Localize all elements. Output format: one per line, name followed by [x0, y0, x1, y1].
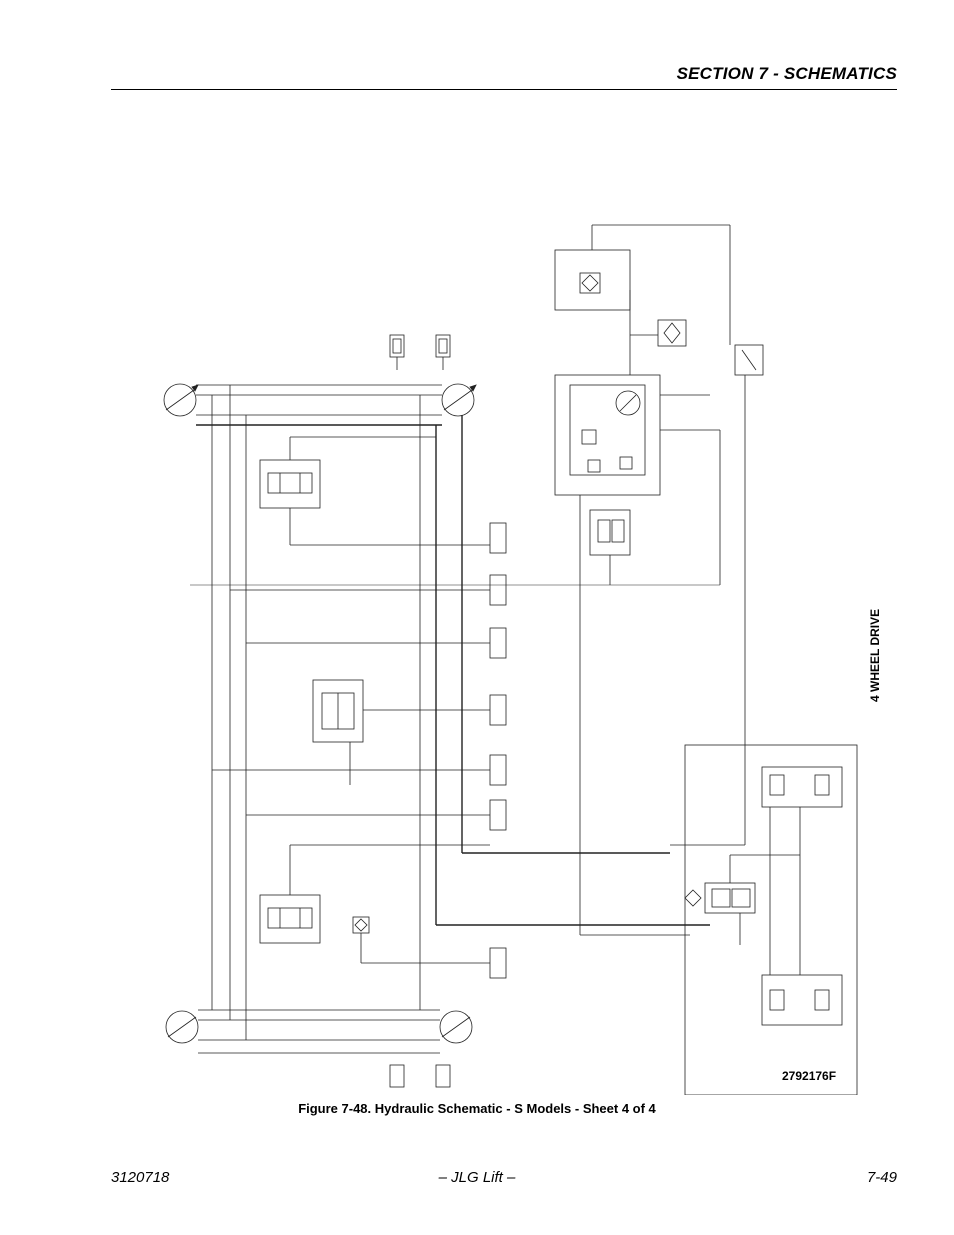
axle-lockout-circuit [684, 744, 858, 1095]
top-flow-divider-valve [259, 436, 490, 546]
drive-pump-assembly [554, 374, 720, 496]
charge-filter [554, 224, 730, 375]
top-right-drive-motor [441, 383, 477, 417]
side-tab-label: 4 WHEEL DRIVE [868, 592, 888, 702]
top-left-drive-motor [163, 383, 199, 417]
bottom-drive-brakes [389, 1064, 451, 1088]
two-speed-valve [729, 225, 764, 376]
hydraulic-shift-valve [352, 916, 490, 964]
footer-doc-number: 3120718 [111, 1169, 170, 1186]
hydraulic-schematic-drawing [163, 224, 858, 1095]
top-drive-brakes [389, 334, 451, 370]
footer-page-number: 7-49 [866, 1169, 897, 1186]
header-rule [111, 89, 897, 90]
footer-publisher: – JLG Lift – [438, 1169, 516, 1186]
port-boxes [212, 522, 507, 979]
bottom-right-drive-motor [439, 1010, 473, 1044]
brake-release-valve [579, 495, 690, 936]
section-title: SECTION 7 - SCHEMATICS [676, 64, 897, 83]
oil-cooler-filter [630, 319, 687, 347]
bottom-flow-divider-valve [259, 844, 490, 944]
figure-caption: Figure 7-48. Hydraulic Schematic - S Mod… [298, 1101, 656, 1116]
side-tab-text: 4 WHEEL DRIVE [868, 608, 882, 702]
middle-flow-divider-valve [312, 679, 490, 785]
drawing-number: 2792176F [782, 1069, 837, 1083]
bottom-left-drive-motor [165, 1010, 199, 1044]
